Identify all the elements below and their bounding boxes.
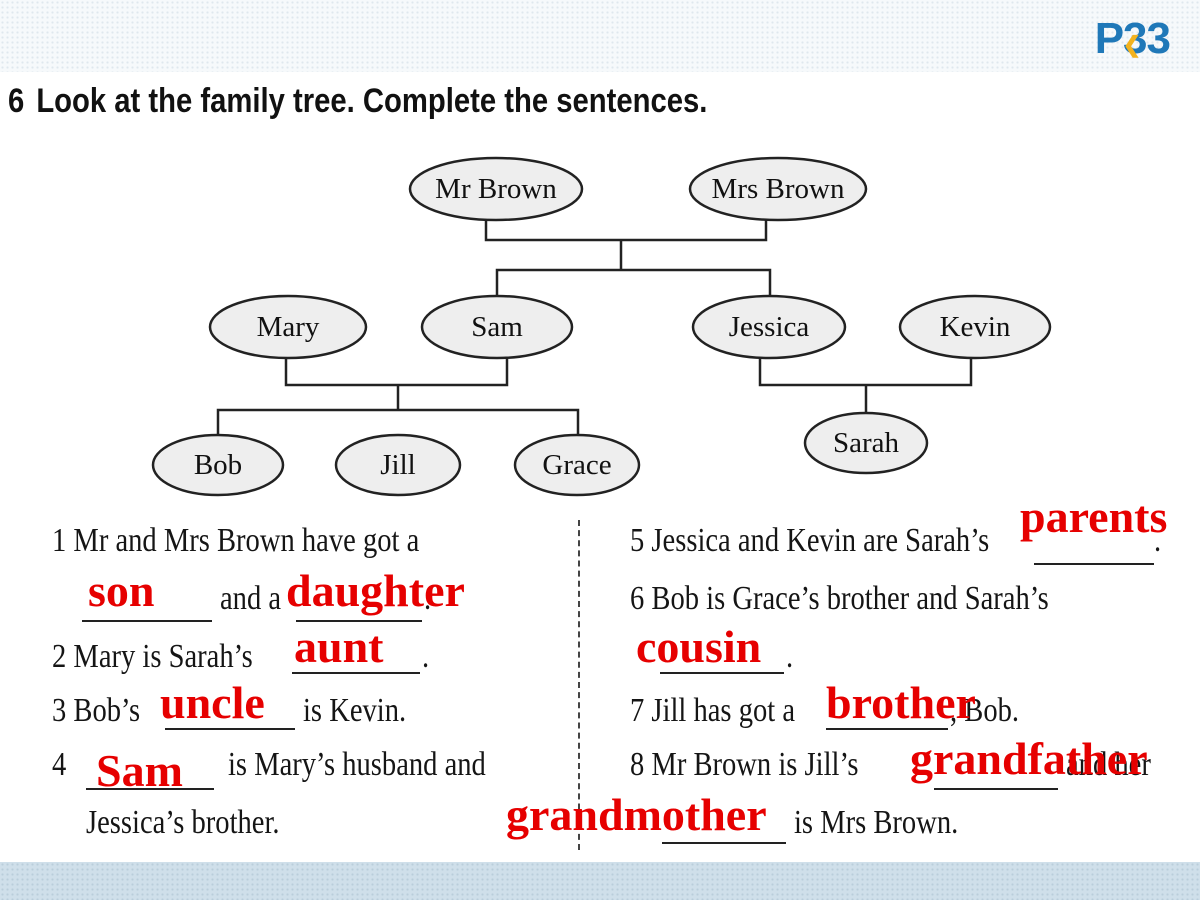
exercise-heading: 6 Look at the family tree. Complete the s…	[8, 82, 707, 121]
family-tree-diagram: Mr Brown Mrs Brown Mary Sam Jessica Kevi…	[151, 156, 1052, 497]
tree-node-jessica: Jessica	[691, 294, 847, 360]
tree-node-bob: Bob	[151, 433, 285, 497]
svg-text:Mr Brown: Mr Brown	[435, 173, 557, 205]
tree-node-mary: Mary	[208, 294, 368, 360]
sentence-1-part-3: .	[424, 580, 432, 617]
column-divider	[578, 520, 580, 850]
tree-node-jill: Jill	[334, 433, 462, 497]
answer-blank-1b	[296, 620, 422, 622]
answer-grandmother: grandmother	[506, 789, 767, 840]
answer-blank-2	[292, 672, 420, 674]
answer-blank-8b	[662, 842, 786, 844]
sentence-6-part-2: .	[786, 638, 794, 675]
svg-text:Grace: Grace	[542, 449, 611, 481]
chevron-left-icon: ❮	[1122, 32, 1141, 57]
exercise-number: 6	[8, 82, 25, 120]
sentence-4-part-2: is Mary’s husband and	[228, 746, 486, 783]
sentence-8-part-3: is Mrs Brown.	[794, 804, 959, 841]
answer-blank-5	[1034, 563, 1154, 565]
page-number-label: P33❮	[1094, 14, 1171, 63]
answer-blank-7	[826, 728, 948, 730]
sentence-7-part-1: 7 Jill has got a	[630, 692, 796, 729]
tree-connectors	[216, 218, 973, 438]
answer-son: son	[88, 565, 155, 616]
top-decorative-band	[0, 0, 1200, 72]
svg-text:Jessica: Jessica	[729, 311, 810, 343]
sentence-4-part-1: 4	[52, 746, 67, 783]
sentence-4-part-3: Jessica’s brother.	[86, 804, 280, 841]
answer-uncle: uncle	[160, 677, 265, 728]
sentence-2-part-1: 2 Mary is Sarah’s	[52, 638, 253, 675]
sentence-2-part-2: .	[422, 638, 430, 675]
svg-text:Bob: Bob	[194, 449, 242, 481]
svg-text:Jill: Jill	[380, 449, 415, 481]
answer-blank-1a	[82, 620, 212, 622]
sentence-3-part-2: is Kevin.	[303, 692, 407, 729]
tree-node-mrs-brown: Mrs Brown	[688, 156, 868, 222]
sentence-5-part-1: 5 Jessica and Kevin are Sarah’s	[630, 522, 990, 559]
svg-text:Kevin: Kevin	[940, 311, 1011, 343]
answer-cousin: cousin	[636, 621, 762, 672]
answer-blank-3	[165, 728, 295, 730]
svg-text:Sarah: Sarah	[833, 427, 900, 459]
answer-brother: brother	[826, 677, 976, 728]
svg-text:Mary: Mary	[257, 311, 320, 343]
tree-node-mr-brown: Mr Brown	[408, 156, 584, 222]
answer-parents: parents	[1020, 491, 1168, 542]
tree-node-kevin: Kevin	[898, 294, 1052, 360]
answer-sam: Sam	[96, 745, 183, 796]
answer-blank-6	[660, 672, 784, 674]
answer-blank-8a	[934, 788, 1058, 790]
sentence-1-part-1: 1 Mr and Mrs Brown have got a	[52, 522, 420, 559]
sentence-5-part-2: .	[1154, 522, 1162, 559]
sentence-3-part-1: 3 Bob’s	[52, 692, 141, 729]
sentence-1-part-2: and a	[220, 580, 282, 617]
svg-text:Mrs Brown: Mrs Brown	[712, 173, 845, 205]
tree-node-sam: Sam	[420, 294, 574, 360]
svg-text:Sam: Sam	[471, 311, 523, 343]
tree-node-grace: Grace	[513, 433, 641, 497]
sentence-6-part-1: 6 Bob is Grace’s brother and Sarah’s	[630, 580, 1049, 617]
answer-aunt: aunt	[294, 621, 384, 672]
bottom-decorative-band	[0, 862, 1200, 900]
tree-node-sarah: Sarah	[803, 411, 929, 475]
answer-blank-4	[86, 788, 214, 790]
sentence-8-part-2: and her	[1066, 746, 1151, 783]
answer-daughter: daughter	[286, 565, 465, 616]
exercise-instruction: Look at the family tree. Complete the se…	[36, 82, 708, 120]
answer-grandfather: grandfather	[910, 733, 1148, 784]
sentence-8-part-1: 8 Mr Brown is Jill’s	[630, 746, 859, 783]
sentence-7-part-2: , Bob.	[950, 692, 1020, 729]
